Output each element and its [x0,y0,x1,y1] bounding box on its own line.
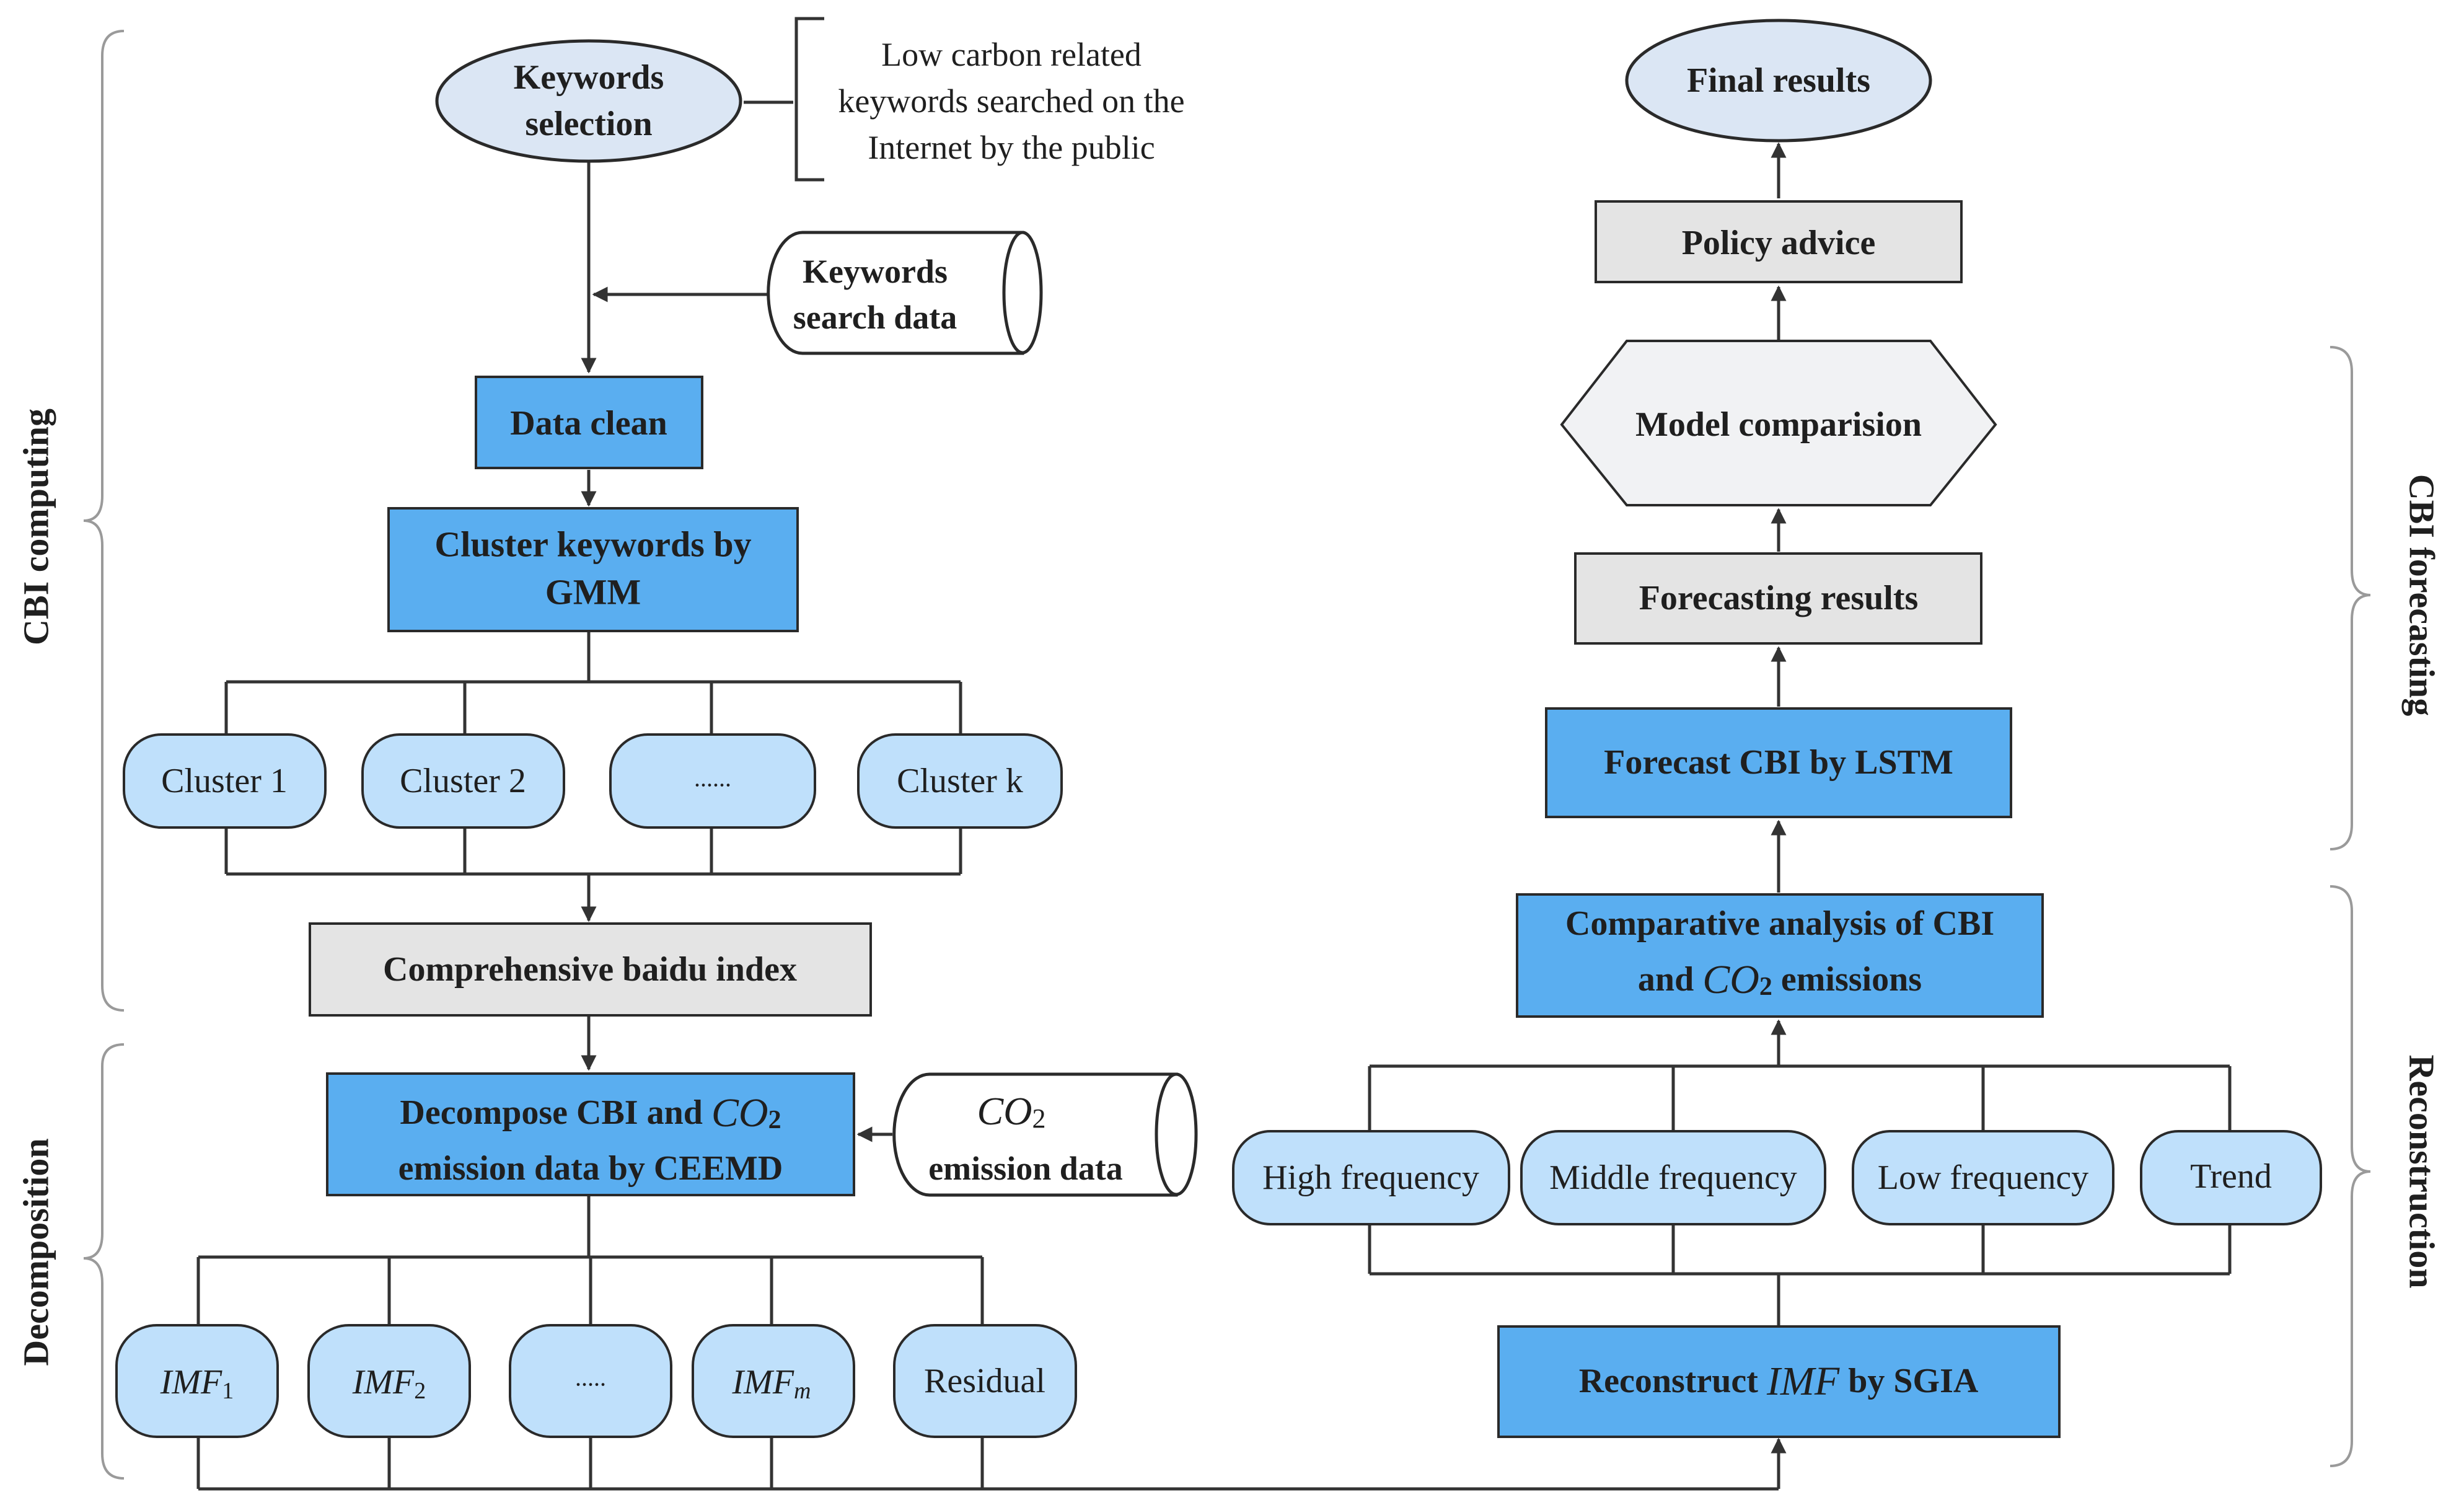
cluster-ellipsis-node: ...... [609,733,816,829]
label-cbi-forecasting: CBI forecasting [2402,474,2442,716]
co2-emission-data-line1: CO2 [977,1089,1046,1134]
imf-ellipsis-node: ..... [509,1324,672,1438]
note-bracket [794,17,824,182]
imf-2-label: IMF2 [352,1363,426,1404]
low-frequency-label: Low frequency [1878,1159,2089,1197]
imf-m-label: IMFm [732,1363,811,1404]
final-results-label: Final results [1687,61,1870,100]
keywords-search-data-node: Keywords search data [767,231,1043,355]
label-cbi-computing: CBI computing [16,408,56,645]
residual-node: Residual [893,1324,1077,1438]
cluster-ellipsis-label: ...... [694,764,731,792]
label-reconstruction: Reconstruction [2402,1055,2442,1289]
cluster-gmm-node: Cluster keywords by GMM [387,507,799,632]
cluster-1-node: Cluster 1 [123,733,327,829]
co2-emission-data-line2: emission data [928,1150,1123,1187]
trend-node: Trend [2140,1130,2322,1225]
reconstruct-node: Reconstruct IMF by SGIA [1497,1325,2061,1438]
comparative-analysis-node: Comparative analysis of CBI and CO2 emis… [1516,893,2044,1018]
label-decomposition: Decomposition [16,1138,56,1366]
keywords-note-line1: Low carbon related [881,36,1142,73]
cluster-2-label: Cluster 2 [400,762,526,800]
data-clean-label: Data clean [510,404,667,443]
final-results-node: Final results [1625,19,1932,143]
policy-advice-node: Policy advice [1595,200,1963,283]
forecast-lstm-node: Forecast CBI by LSTM [1545,707,2012,818]
middle-frequency-node: Middle frequency [1520,1130,1826,1225]
decompose-line2: emission data by CEEMD [398,1149,783,1188]
middle-frequency-label: Middle frequency [1549,1159,1797,1197]
comparative-line2: and CO2 emissions [1638,957,1922,1002]
model-comparison-node: Model comparision [1560,340,1997,506]
imf-m-node: IMFm [692,1324,855,1438]
comparative-line1: Comparative analysis of CBI [1565,904,1994,943]
imf-2-node: IMF2 [307,1324,471,1438]
keywords-selection-line2: selection [525,105,652,143]
reconstruct-label: Reconstruct IMF by SGIA [1579,1359,1979,1404]
policy-advice-label: Policy advice [1682,224,1876,262]
comprehensive-index-label: Comprehensive baidu index [383,950,797,989]
cluster-gmm-line1: Cluster keywords by [434,524,751,565]
co2-emission-data-node: CO2 emission data [892,1072,1198,1197]
high-frequency-node: High frequency [1232,1130,1510,1225]
keywords-note: Low carbon related keywords searched on … [838,36,1184,166]
cluster-k-node: Cluster k [857,733,1063,829]
brace-cbi-computing [83,30,125,1012]
keywords-note-line2: keywords searched on the [838,82,1184,120]
keywords-selection-node: Keywords selection [435,39,742,163]
high-frequency-label: High frequency [1262,1159,1479,1197]
brace-reconstruction [2330,885,2371,1467]
trend-label: Trend [2190,1157,2272,1196]
forecasting-results-label: Forecasting results [1639,579,1919,617]
forecast-lstm-label: Forecast CBI by LSTM [1604,743,1953,782]
comprehensive-index-node: Comprehensive baidu index [309,922,872,1017]
cluster-k-label: Cluster k [897,762,1023,800]
brace-cbi-forecasting [2330,346,2371,850]
brace-decomposition [83,1043,125,1480]
cluster-2-node: Cluster 2 [361,733,565,829]
decompose-node: Decompose CBI and CO2 emission data by C… [326,1072,855,1196]
keywords-note-line3: Internet by the public [868,129,1155,166]
residual-label: Residual [924,1362,1045,1400]
keywords-search-data-line1: Keywords [803,253,948,290]
keywords-selection-line1: Keywords [514,58,664,97]
decompose-line1: Decompose CBI and CO2 [400,1090,781,1136]
keywords-search-data-line2: search data [793,299,957,336]
imf-ellipsis-label: ..... [575,1364,606,1392]
data-clean-node: Data clean [475,376,703,469]
model-comparison-label: Model comparision [1635,405,1922,444]
imf-1-label: IMF1 [160,1363,234,1404]
cluster-1-label: Cluster 1 [161,762,288,800]
cluster-gmm-line2: GMM [545,572,641,612]
low-frequency-node: Low frequency [1852,1130,2114,1225]
forecasting-results-node: Forecasting results [1574,552,1982,645]
imf-1-node: IMF1 [115,1324,279,1438]
